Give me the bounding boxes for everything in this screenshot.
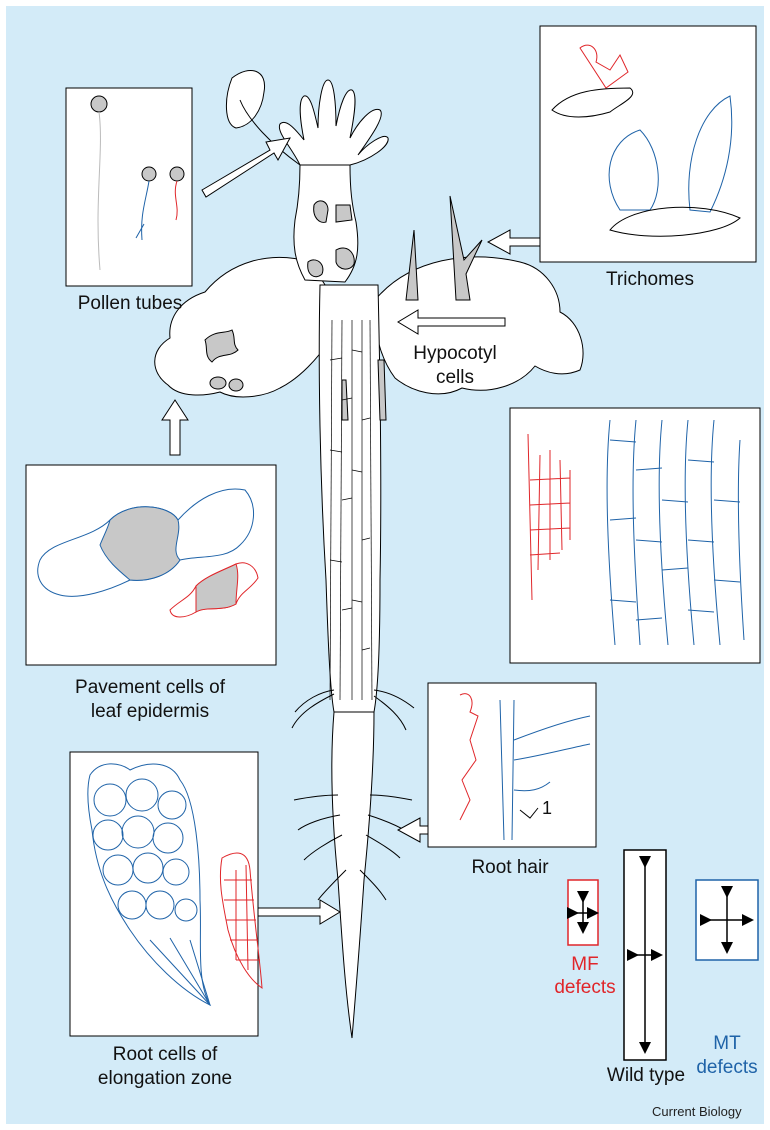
label-callout-number: 1: [540, 797, 554, 820]
label-pollen-tubes: Pollen tubes: [70, 292, 190, 315]
legend-mf-line2: defects: [550, 976, 620, 999]
label-root-cells-line1: Root cells of: [60, 1043, 270, 1066]
legend-mt-line2: defects: [690, 1056, 764, 1079]
label-root-cells-line2: elongation zone: [60, 1067, 270, 1090]
inset-pavement-cells: [26, 465, 276, 665]
inset-root-hair: [428, 683, 596, 847]
legend-wild-type: Wild type: [596, 1064, 696, 1087]
inset-pollen-tubes: [66, 88, 192, 286]
legend-mf-line1: MF: [550, 953, 620, 976]
label-pavement-line1: Pavement cells of: [40, 676, 260, 699]
credit-text: Current Biology: [652, 1104, 742, 1119]
label-hypocotyl-line1: Hypocotyl: [400, 342, 510, 365]
inset-trichomes: [540, 26, 756, 262]
legend-mt-line1: MT: [690, 1032, 764, 1055]
label-root-hair: Root hair: [450, 856, 570, 879]
inset-hypocotyl-cells: [510, 408, 760, 663]
inset-root-cells: [70, 752, 262, 1036]
label-pavement-line2: leaf epidermis: [40, 700, 260, 723]
label-hypocotyl-line2: cells: [400, 366, 510, 389]
label-trichomes: Trichomes: [590, 268, 710, 291]
